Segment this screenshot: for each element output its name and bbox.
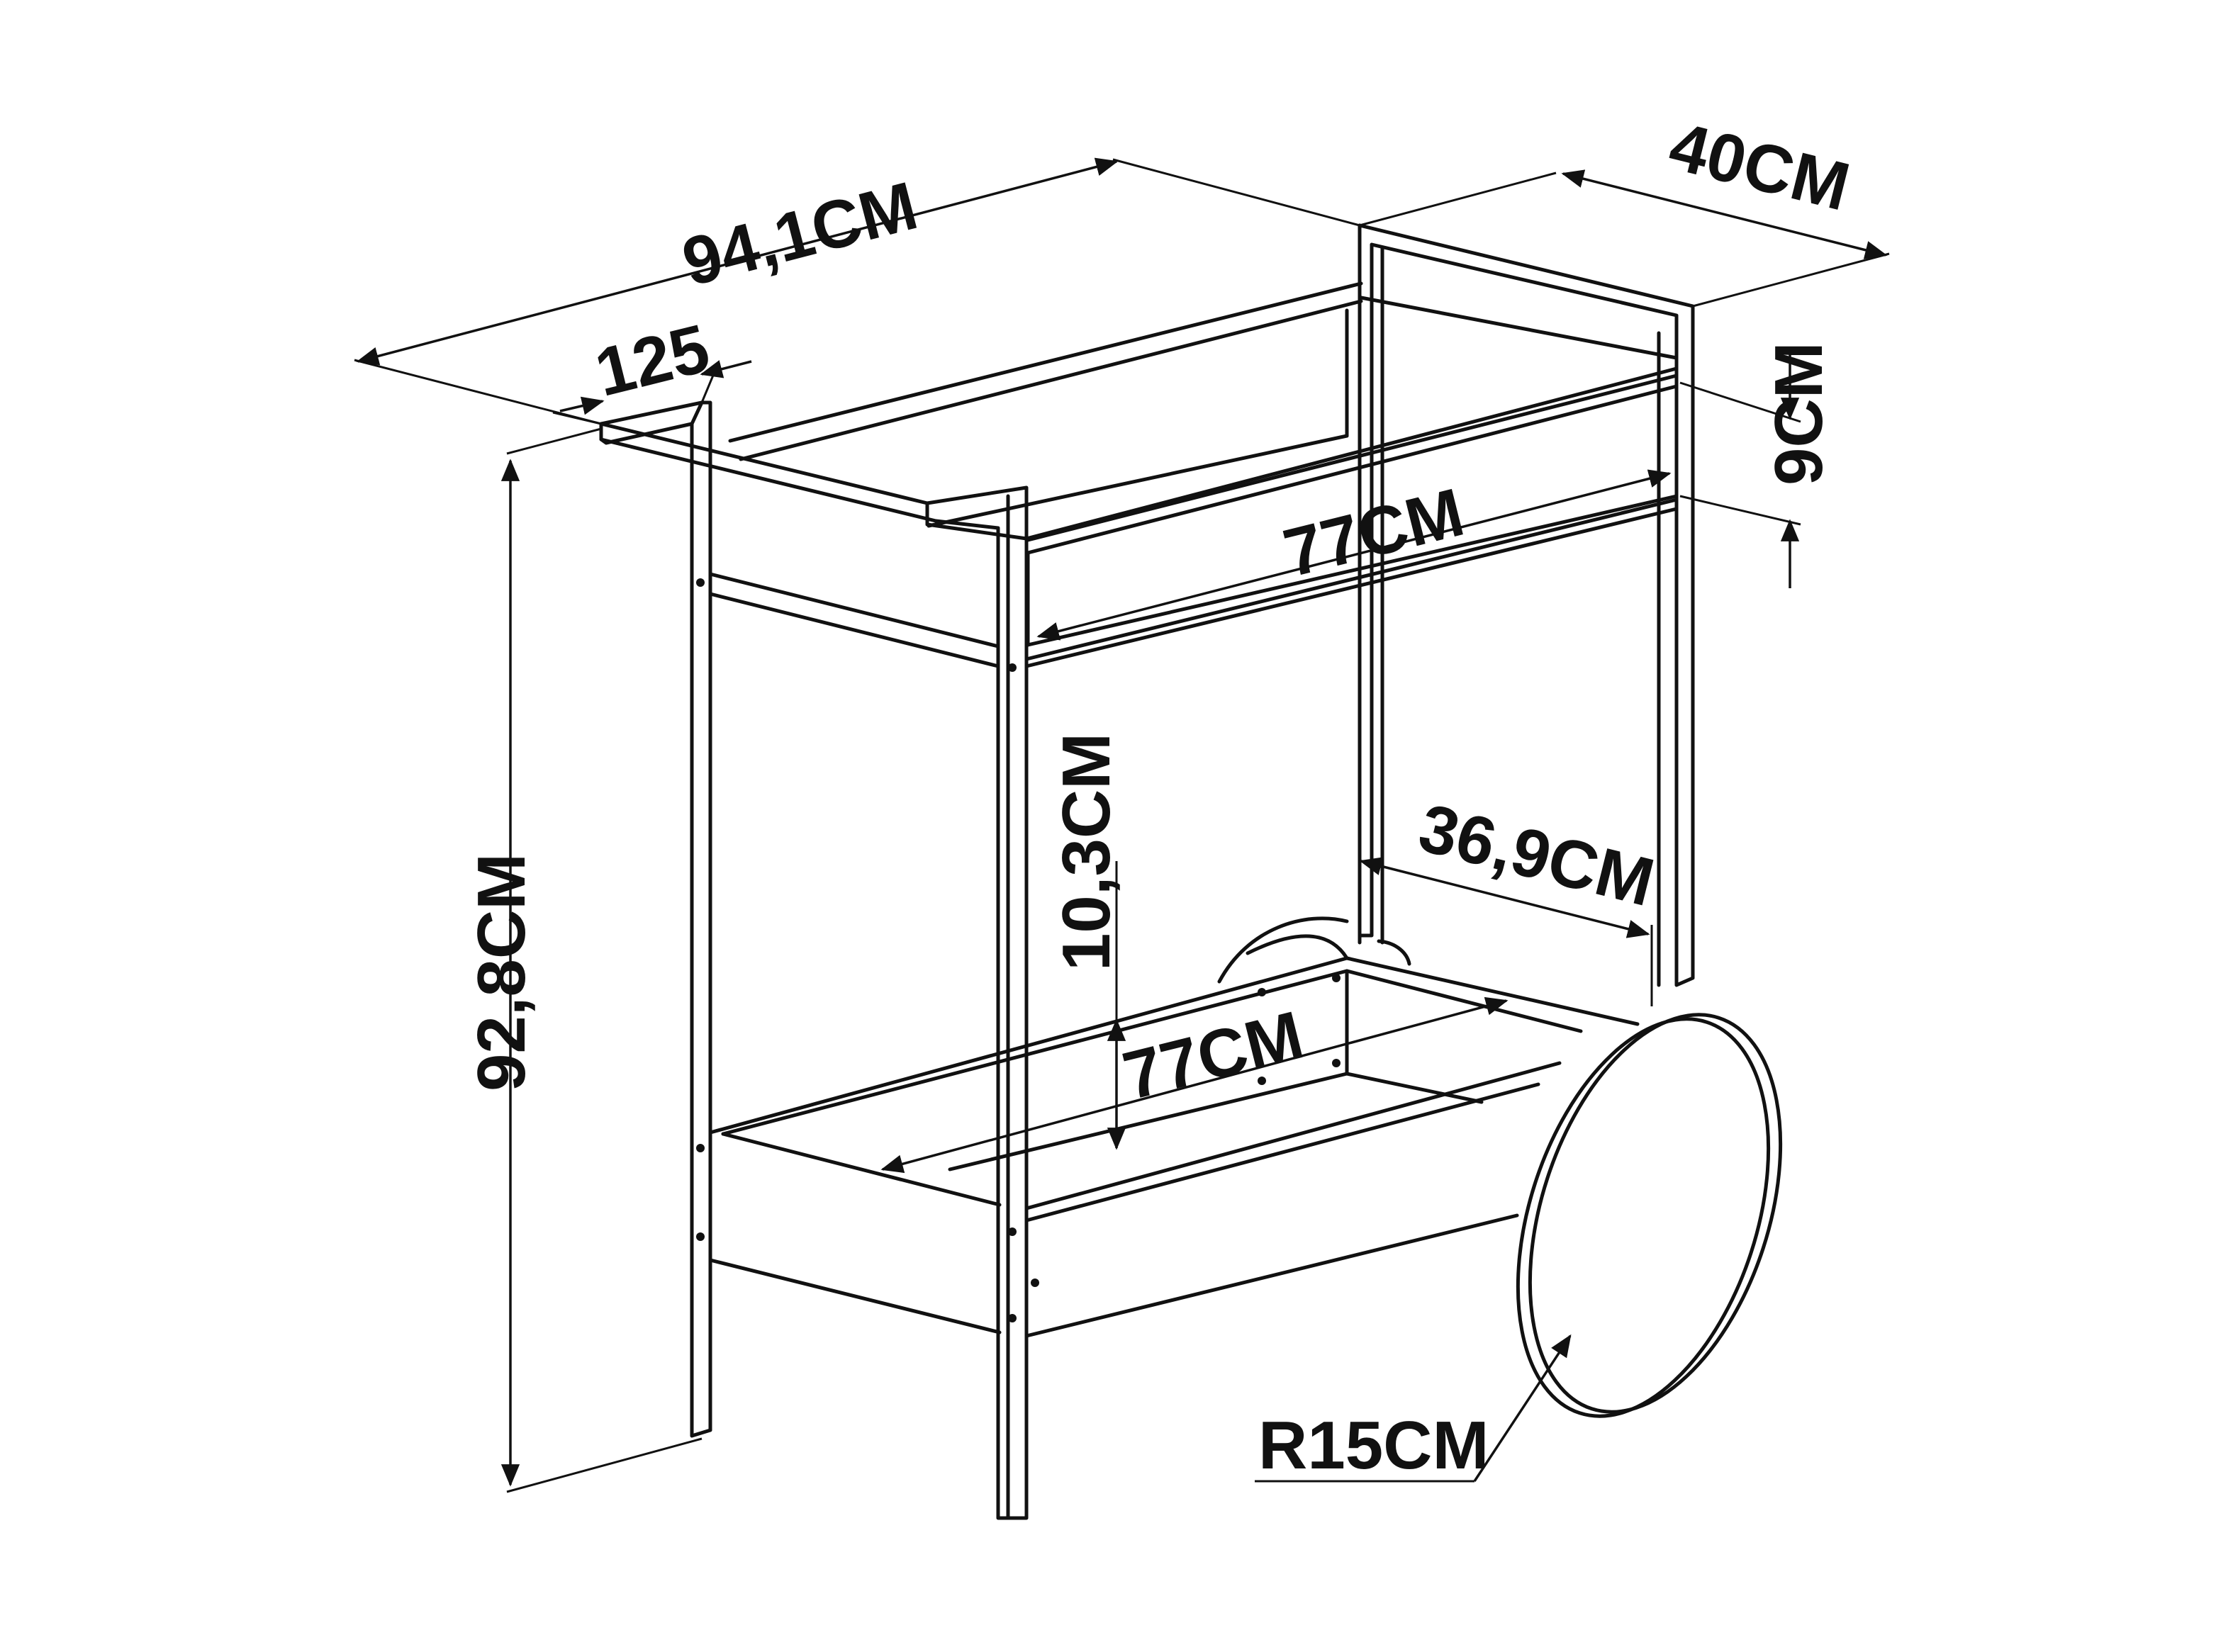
dimension-handle-overhang: 125 xyxy=(552,310,752,425)
dimension-overall-width: 94,1CM xyxy=(354,157,1360,425)
dimension-overall-height: 92,8CM xyxy=(464,427,703,1493)
dimension-bottom-shelf-depth: 10,3CM xyxy=(1048,733,1126,1150)
dimension-wheel-radius: R15CM xyxy=(1255,1334,1572,1483)
front-wheel xyxy=(1516,1013,1783,1418)
bottom-shelf-depth-label: 10,3CM xyxy=(1048,733,1124,971)
top-shelf-depth-label: 9CM xyxy=(1761,342,1837,485)
depth-label: 40CM xyxy=(1662,108,1857,225)
dimension-bottom-shelf-length: 77CM xyxy=(880,997,1509,1174)
wheel-radius-label: R15CM xyxy=(1258,1407,1489,1483)
wheel-offset-label: 36,9CM xyxy=(1412,790,1662,921)
front-right-post xyxy=(925,485,1029,1520)
overall-height-label: 92,8CM xyxy=(464,853,539,1091)
top-shelf xyxy=(708,296,1679,668)
dimension-depth: 40CM xyxy=(1359,108,1890,308)
handle-overhang-label: 125 xyxy=(588,310,717,411)
screw-dots xyxy=(696,578,1341,1322)
back-wheel xyxy=(1217,916,1349,984)
bottom-shelf xyxy=(708,956,1640,1338)
dimension-top-shelf-length: 77CM xyxy=(1036,469,1672,641)
left-handle xyxy=(599,400,712,1438)
dimension-wheel-offset: 36,9CM xyxy=(1359,790,1662,1006)
overall-width-label: 94,1CM xyxy=(675,168,924,301)
dimension-top-shelf-depth: 9CM xyxy=(1679,342,1837,588)
